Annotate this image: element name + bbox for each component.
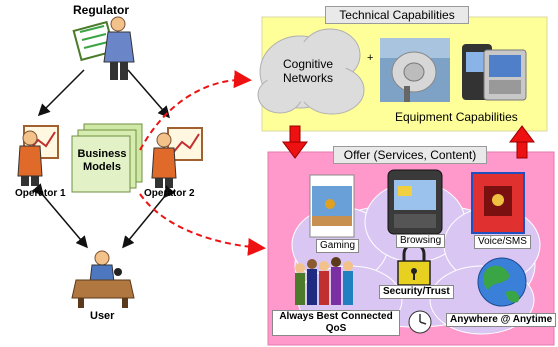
user-label: User bbox=[90, 310, 115, 322]
operator1-person-icon bbox=[17, 125, 59, 186]
lock-icon bbox=[397, 242, 431, 286]
operator2-person-icon bbox=[151, 127, 203, 188]
operator1-label: Operator 1 bbox=[15, 188, 66, 199]
anywhere-anytime-label: Anywhere @ Anytime bbox=[446, 313, 557, 327]
globe-icon bbox=[477, 257, 527, 307]
phone-browsing-icon bbox=[387, 169, 443, 235]
abc-qos-label: Always Best Connected QoS bbox=[272, 310, 400, 336]
operator2-label: Operator 2 bbox=[144, 188, 195, 199]
technical-capabilities-title: Technical Capabilities bbox=[325, 6, 469, 24]
plus-sign: + bbox=[367, 52, 374, 64]
security-trust-label: Security/Trust bbox=[379, 285, 454, 299]
browsing-label: Browsing bbox=[396, 234, 446, 248]
voice-sms-thumbnail bbox=[471, 172, 525, 234]
antenna-equipment-icon bbox=[380, 38, 450, 102]
red-down-arrow bbox=[282, 125, 308, 159]
mobile-devices-icon bbox=[462, 44, 527, 101]
voice-sms-label: Voice/SMS bbox=[474, 235, 531, 249]
offer-title: Offer (Services, Content) bbox=[333, 146, 487, 164]
crowd-icon bbox=[295, 257, 353, 305]
gaming-thumbnail bbox=[309, 174, 355, 238]
user-person-icon bbox=[71, 250, 135, 308]
regulator-label: Regulator bbox=[73, 3, 130, 17]
clock-icon bbox=[408, 310, 432, 334]
business-models-notes bbox=[71, 123, 143, 193]
red-up-arrow bbox=[509, 125, 535, 159]
business-models-label: Business Models bbox=[77, 148, 127, 173]
cognitive-networks-label: Cognitive Networks bbox=[282, 57, 334, 85]
regulator-person-icon bbox=[72, 16, 135, 80]
gaming-label: Gaming bbox=[316, 239, 360, 253]
equipment-capabilities-label: Equipment Capabilities bbox=[395, 110, 518, 124]
